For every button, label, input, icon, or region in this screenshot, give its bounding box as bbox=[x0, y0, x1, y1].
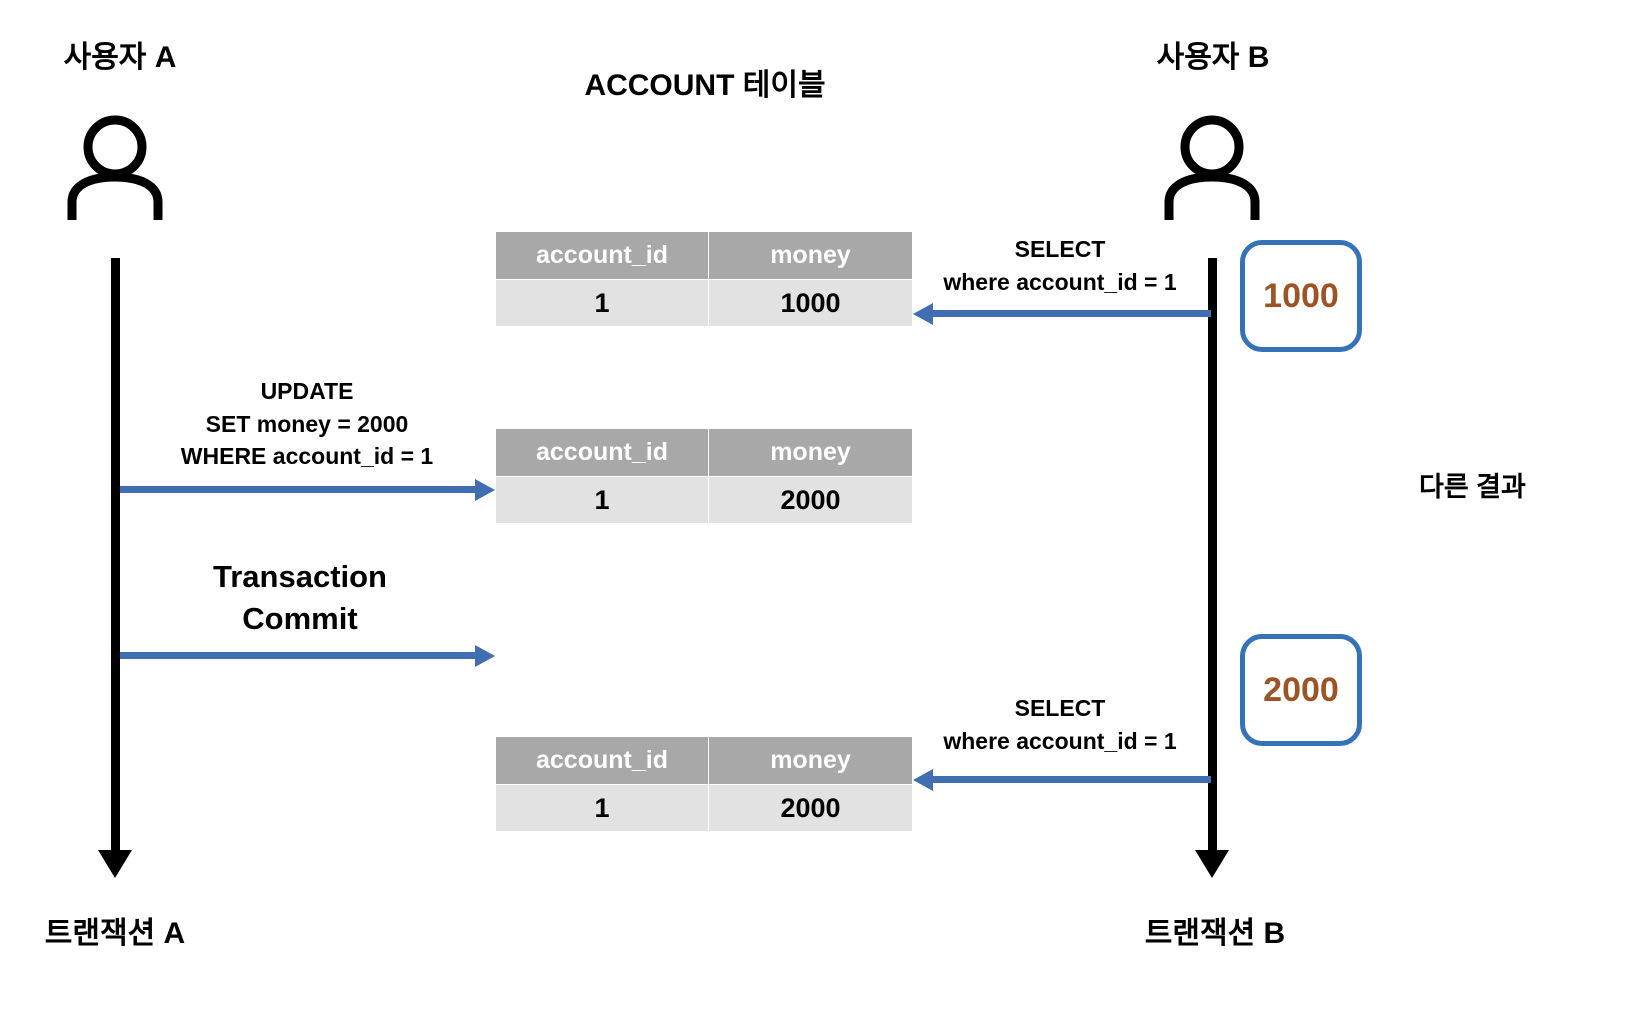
page-title: ACCOUNT 테이블 bbox=[584, 69, 826, 102]
account-table-initial: account_id money 1 1000 bbox=[495, 231, 913, 327]
message-line: Transaction bbox=[213, 559, 387, 594]
arrow-head-select-first bbox=[913, 303, 933, 325]
table-row: 1 2000 bbox=[495, 784, 913, 832]
lifeline-right-arrowhead bbox=[1195, 850, 1229, 878]
column-header-account-id: account_id bbox=[495, 428, 709, 477]
message-line: UPDATE bbox=[260, 378, 354, 404]
column-header-money: money bbox=[708, 428, 913, 477]
arrow-shaft-update bbox=[120, 486, 475, 493]
message-label-commit: Transaction Commit bbox=[145, 556, 455, 640]
actor-left-top-label: 사용자 A bbox=[63, 41, 177, 74]
cell-account-id: 1 bbox=[495, 784, 709, 832]
person-icon bbox=[55, 110, 175, 225]
column-header-money: money bbox=[708, 736, 913, 785]
column-header-money: money bbox=[708, 231, 913, 280]
result-value: 2000 bbox=[1263, 670, 1339, 709]
arrow-shaft-select-second bbox=[933, 776, 1211, 783]
table-header-row: account_id money bbox=[495, 736, 913, 785]
arrow-head-select-second bbox=[913, 769, 933, 791]
table-row: 1 2000 bbox=[495, 476, 913, 524]
cell-account-id: 1 bbox=[495, 476, 709, 524]
cell-account-id: 1 bbox=[495, 279, 709, 327]
message-label-select-first: SELECT where account_id = 1 bbox=[905, 233, 1215, 298]
message-line: WHERE account_id = 1 bbox=[180, 443, 434, 470]
message-line: SELECT bbox=[1014, 695, 1106, 721]
arrow-head-commit bbox=[475, 645, 495, 667]
column-header-account-id: account_id bbox=[495, 736, 709, 785]
message-line: where account_id = 1 bbox=[943, 727, 1177, 754]
cell-money: 2000 bbox=[708, 784, 913, 832]
result-value: 1000 bbox=[1263, 276, 1339, 315]
person-icon-glyph bbox=[67, 115, 163, 225]
lifeline-right-shaft bbox=[1208, 258, 1217, 858]
actor-left-bottom-label: 트랜잭션 A bbox=[44, 917, 186, 950]
result-box-second: 2000 bbox=[1240, 634, 1362, 746]
account-table-after-commit: account_id money 1 2000 bbox=[495, 736, 913, 832]
table-row: 1 1000 bbox=[495, 279, 913, 327]
person-icon bbox=[1152, 110, 1272, 225]
cell-money: 2000 bbox=[708, 476, 913, 524]
message-line: SET money = 2000 bbox=[205, 410, 409, 437]
cell-money: 1000 bbox=[708, 279, 913, 327]
table-header-row: account_id money bbox=[495, 428, 913, 477]
lifeline-left-arrowhead bbox=[98, 850, 132, 878]
message-line: Commit bbox=[242, 600, 358, 636]
message-label-select-second: SELECT where account_id = 1 bbox=[905, 692, 1215, 757]
person-icon-glyph bbox=[1164, 115, 1260, 225]
result-box-first: 1000 bbox=[1240, 240, 1362, 352]
account-table-after-update: account_id money 1 2000 bbox=[495, 428, 913, 524]
column-header-account-id: account_id bbox=[495, 231, 709, 280]
message-line: SELECT bbox=[1014, 236, 1106, 262]
arrow-shaft-commit bbox=[120, 652, 475, 659]
message-line: where account_id = 1 bbox=[943, 268, 1177, 295]
arrow-head-update bbox=[475, 479, 495, 501]
note-different-result: 다른 결과 bbox=[1419, 472, 1526, 502]
actor-right-top-label: 사용자 B bbox=[1156, 41, 1270, 74]
table-header-row: account_id money bbox=[495, 231, 913, 280]
lifeline-left-shaft bbox=[111, 258, 120, 858]
actor-right-bottom-label: 트랜잭션 B bbox=[1144, 917, 1286, 950]
arrow-shaft-select-first bbox=[933, 310, 1211, 317]
message-label-update: UPDATE SET money = 2000 WHERE account_id… bbox=[152, 375, 462, 473]
